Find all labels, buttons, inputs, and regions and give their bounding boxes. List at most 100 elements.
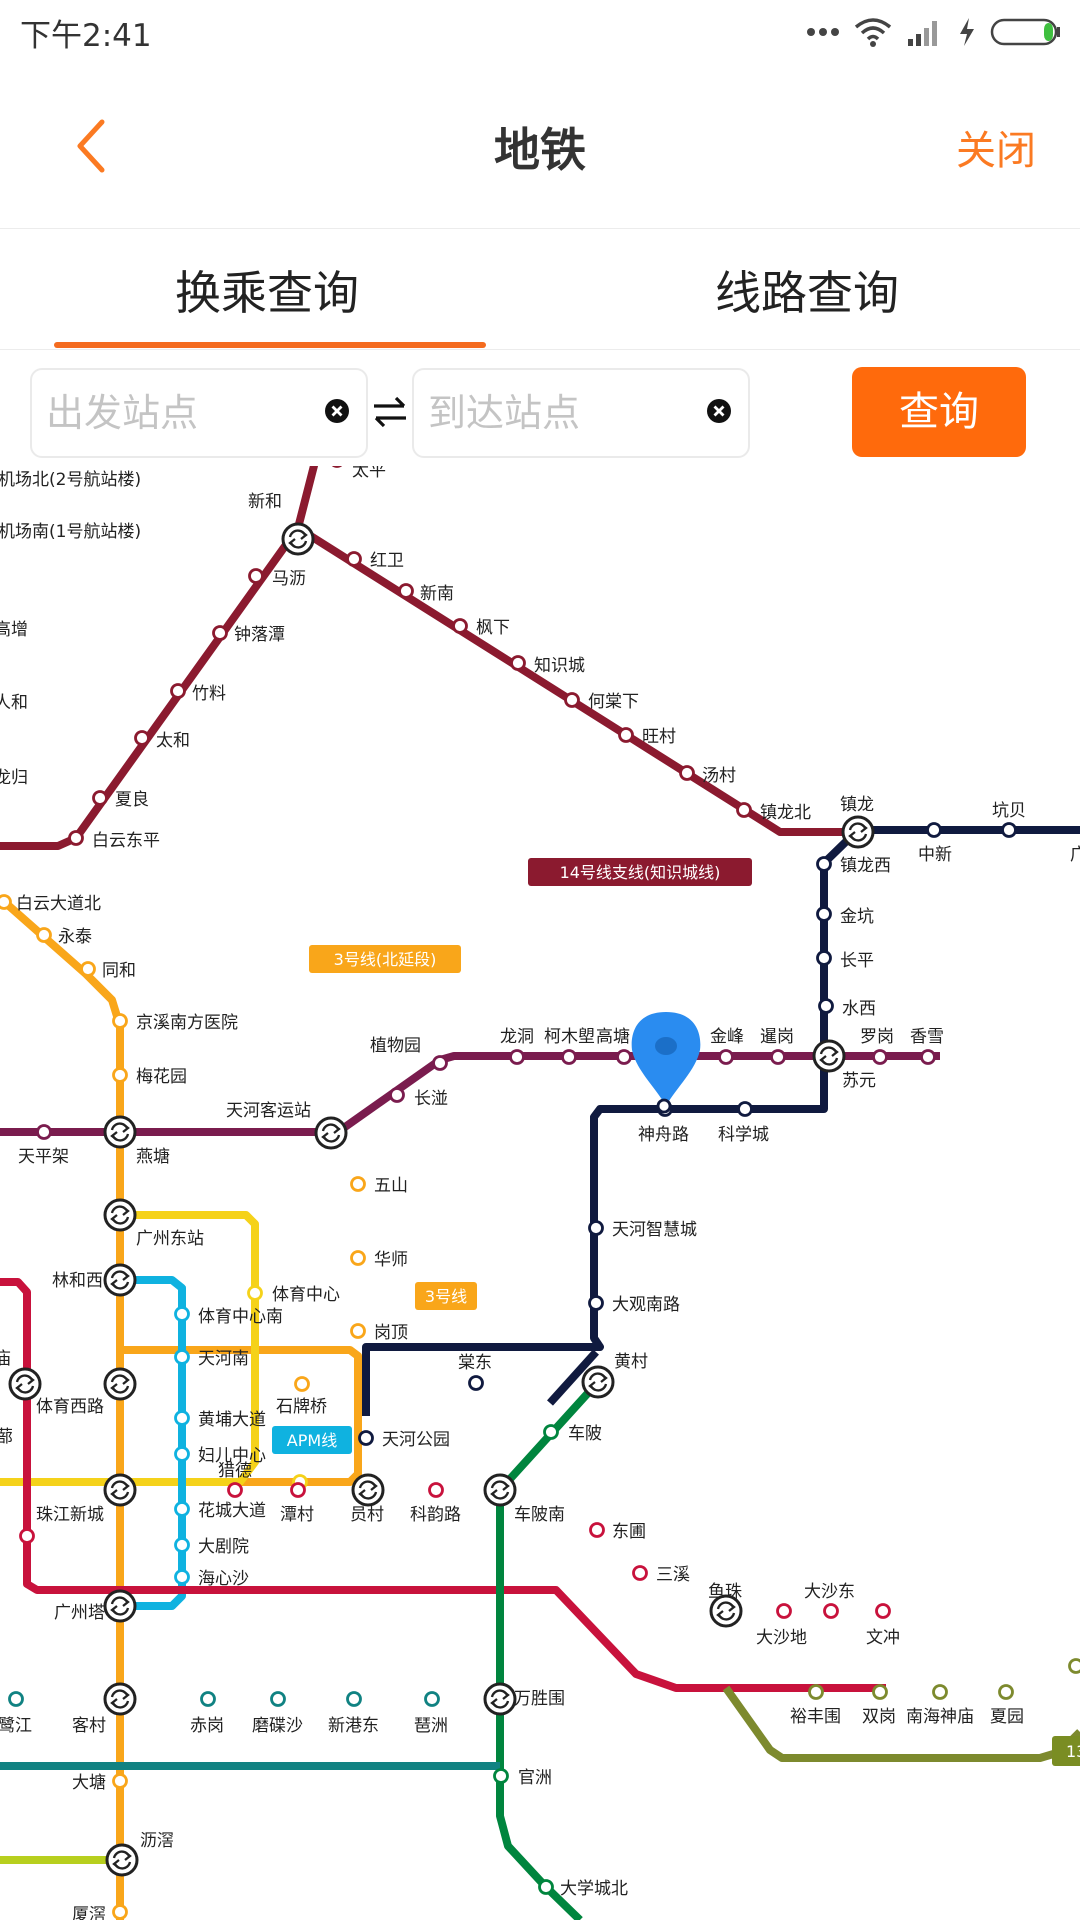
back-arrow-icon[interactable] xyxy=(70,116,110,176)
station-label: 大塘 xyxy=(72,1773,106,1793)
transfer-stations xyxy=(8,522,875,1877)
station-label: 水西 xyxy=(842,999,876,1019)
station-label: 赤岗 xyxy=(190,1716,224,1736)
line-3-label: 3号线 xyxy=(425,1287,467,1306)
metro-map[interactable]: 14号线支线(知识城线) 3号线(北延段) 3号线 APM线 13 太平 机场北… xyxy=(0,466,1080,1920)
station-label: 黄埔大道 xyxy=(198,1410,266,1430)
station-label: 梅花园 xyxy=(136,1067,187,1087)
close-button[interactable]: 关闭 xyxy=(956,128,1036,174)
station-label: 大沙地 xyxy=(756,1628,807,1648)
station-label: 天河公园 xyxy=(382,1430,450,1450)
station-label: 大观南路 xyxy=(612,1295,680,1315)
station-label: 沥滘 xyxy=(140,1831,174,1851)
to-station-input[interactable] xyxy=(426,384,690,442)
station-label: 科学城 xyxy=(718,1125,769,1145)
clear-from-icon[interactable] xyxy=(324,398,350,424)
from-station-field xyxy=(30,368,368,458)
station-label: 旺村 xyxy=(642,727,676,747)
station-label: 万胜围 xyxy=(514,1689,565,1709)
station-label: 蔀 xyxy=(0,1427,13,1447)
station-label: 钟落潭 xyxy=(234,625,285,645)
location-marker-icon[interactable] xyxy=(631,1012,701,1114)
station-label: 京溪南方医院 xyxy=(136,1013,238,1033)
station-label: 广州东站 xyxy=(136,1229,204,1249)
station-label: 天平架 xyxy=(18,1147,69,1167)
line-3-north-label: 3号线(北延段) xyxy=(334,950,437,969)
tab-transfer-query[interactable]: 换乘查询 xyxy=(175,266,359,320)
station-label: 海心沙 xyxy=(198,1569,249,1589)
station-label: 潭村 xyxy=(280,1505,314,1525)
station-label: 何棠下 xyxy=(588,692,639,712)
station-label: 金坑 xyxy=(840,907,874,927)
station-label: 夏良 xyxy=(115,790,149,810)
station-label: 新和 xyxy=(248,492,282,512)
station-label: 珠江新城 xyxy=(36,1505,104,1525)
station-labels: 太平 机场北(2号航站楼) 机场南(1号航站楼) 新和 高增 人和 龙归 马沥 … xyxy=(0,466,1080,1920)
line-4 xyxy=(722,1685,1080,1762)
line-1 xyxy=(0,1211,259,1486)
station-label: 镇龙北 xyxy=(760,803,811,823)
station-label: 南海神庙 xyxy=(906,1707,974,1727)
station-label: 龙洞 xyxy=(500,1027,534,1047)
station-label: 厦滘 xyxy=(72,1905,106,1920)
station-label: 苏元 xyxy=(842,1071,876,1091)
station-label: 竹料 xyxy=(192,684,226,704)
charging-icon xyxy=(960,18,974,46)
station-label: 车陂 xyxy=(568,1424,602,1444)
apm-line-label: APM线 xyxy=(287,1431,337,1450)
station-label: 夏园 xyxy=(990,1707,1024,1727)
station-label: 文冲 xyxy=(866,1628,900,1648)
station-label: 枫下 xyxy=(476,618,510,638)
station-label: 广州塔 xyxy=(54,1603,105,1623)
station-label: 太平 xyxy=(352,466,386,481)
nav-bar: 地铁 关闭 xyxy=(0,64,1080,229)
line-14-branch-label: 14号线支线(知识城线) xyxy=(560,863,721,882)
station-label: 黄村 xyxy=(614,1352,648,1372)
station-label: 龙归 xyxy=(0,768,28,788)
station-label: 东圃 xyxy=(612,1522,646,1542)
station-label: 华师 xyxy=(374,1250,408,1270)
station-label: 大沙东 xyxy=(804,1582,855,1602)
station-label: 花城大道 xyxy=(198,1501,266,1521)
station-label: 天河智慧城 xyxy=(612,1220,697,1240)
station-label: 新南 xyxy=(420,584,454,604)
station-label: 三溪 xyxy=(656,1565,690,1585)
status-time: 下午2:41 xyxy=(20,18,152,54)
station-label: 坑贝 xyxy=(992,801,1026,821)
station-label: 长平 xyxy=(840,951,874,971)
station-label: 鱼珠 xyxy=(708,1582,742,1602)
station-label: 官洲 xyxy=(518,1768,552,1788)
tab-bar: 换乘查询 线路查询 xyxy=(0,229,1080,350)
station-label: 天河客运站 xyxy=(226,1101,311,1121)
station-label: 机场南(1号航站楼) xyxy=(0,522,141,542)
station-label: 中新 xyxy=(918,845,952,865)
station-label: 猎德 xyxy=(218,1461,252,1481)
station-label: 柯木塱 xyxy=(544,1027,595,1047)
station-label: 马沥 xyxy=(272,569,306,589)
clear-to-icon[interactable] xyxy=(706,398,732,424)
swap-stations-icon[interactable] xyxy=(372,392,408,432)
station-label: 高塘 xyxy=(596,1027,630,1047)
station-label: 太和 xyxy=(156,731,190,751)
station-label: 汤村 xyxy=(702,766,736,786)
battery-icon xyxy=(990,18,1060,46)
station-label: 罗岗 xyxy=(860,1027,894,1047)
station-label: 庙 xyxy=(0,1349,11,1369)
more-dots-icon xyxy=(807,28,839,36)
station-label: 广 xyxy=(1070,845,1080,865)
station-label: 岗顶 xyxy=(374,1323,408,1343)
query-button[interactable]: 查询 xyxy=(852,367,1026,457)
station-label: 镇龙 xyxy=(840,795,874,815)
station-label: 红卫 xyxy=(370,551,404,571)
station-label: 同和 xyxy=(102,961,136,981)
station-label: 石牌桥 xyxy=(276,1397,327,1417)
station-label: 长湴 xyxy=(414,1089,448,1109)
station-label: 客村 xyxy=(72,1716,106,1736)
tab-line-query[interactable]: 线路查询 xyxy=(715,266,899,320)
wifi-icon xyxy=(854,18,892,47)
from-station-input[interactable] xyxy=(44,384,308,442)
station-label: 棠东 xyxy=(458,1353,492,1373)
search-row: 查询 xyxy=(0,350,1080,466)
station-label: 永泰 xyxy=(58,927,92,947)
station-label: 体育中心南 xyxy=(198,1307,283,1327)
